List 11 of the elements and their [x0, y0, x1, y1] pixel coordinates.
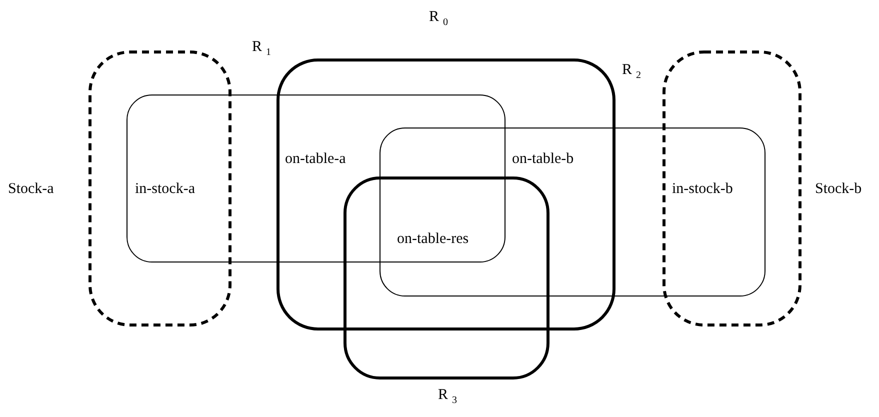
region-label: on-table-a [285, 152, 346, 167]
set-label: R$_{0}$ [429, 10, 448, 28]
set-label: R$_{2}$ [622, 63, 642, 81]
set-label: R$_{1}$ [252, 40, 272, 58]
region-label: in-stock-a [135, 182, 195, 197]
region-label: on-table-res [397, 232, 469, 247]
region-label: Stock-a [8, 182, 54, 197]
region-label: on-table-b [512, 152, 574, 167]
region-label: in-stock-b [672, 182, 733, 197]
set-label: R$_{3}$ [438, 388, 458, 406]
region-label: Stock-b [815, 182, 862, 197]
